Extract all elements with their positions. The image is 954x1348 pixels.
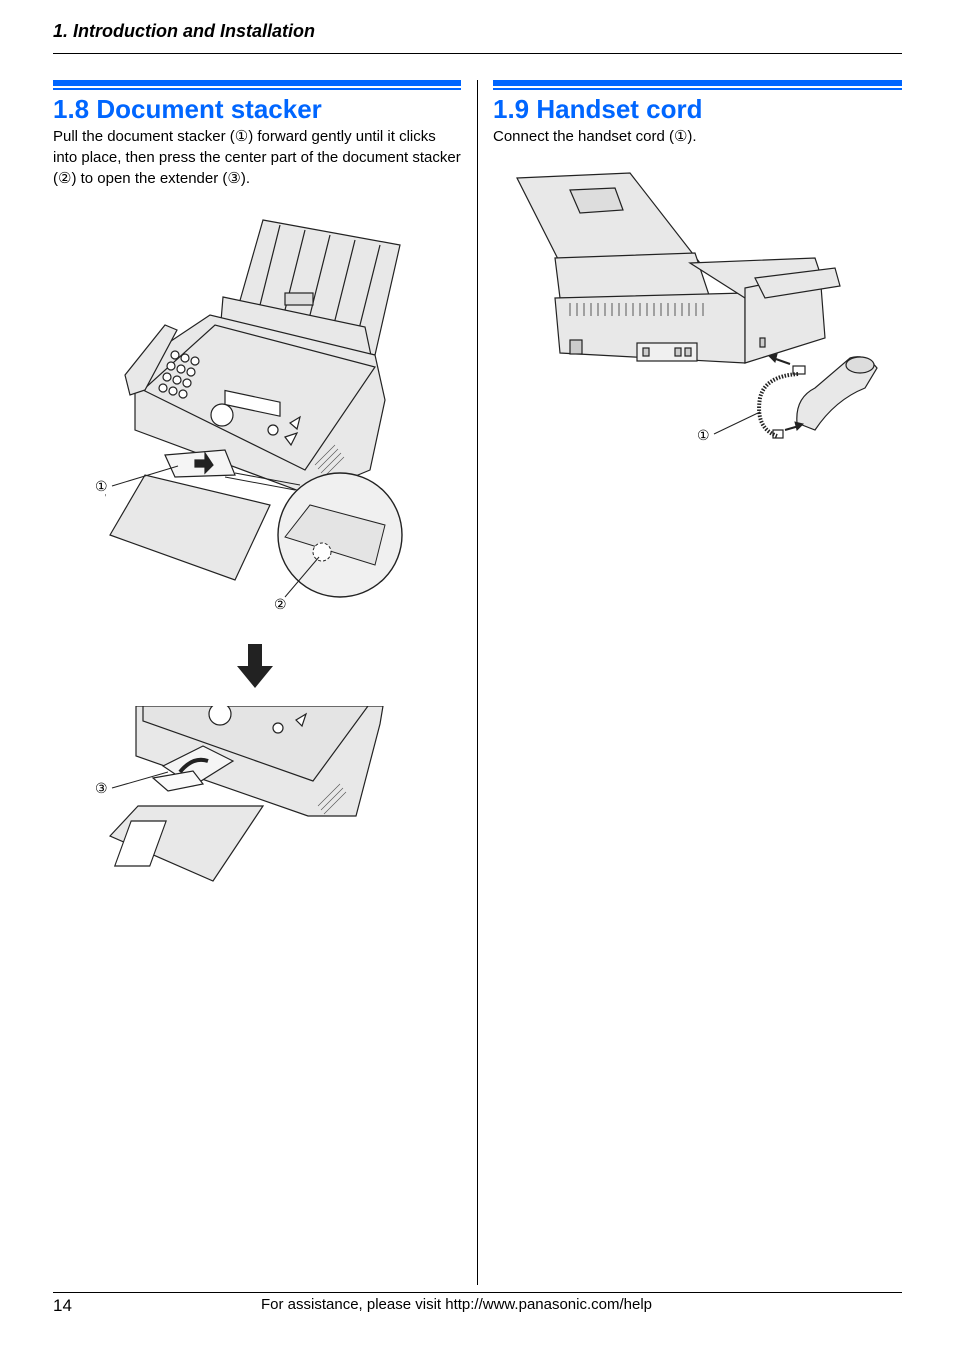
callout-handset-1: ①: [697, 427, 710, 443]
fax-machine-stacker-illustration: [105, 219, 403, 598]
handset-cord-illustration: [516, 172, 878, 439]
down-arrow-icon: [237, 644, 273, 688]
stacker-extender-illustration: [108, 706, 384, 882]
section-document-stacker: 1.8 Document stacker Pull the document s…: [53, 80, 461, 189]
section-title: 1.9 Handset cord: [493, 94, 703, 124]
column-divider: [477, 80, 478, 1285]
section-title: 1.8 Document stacker: [53, 94, 322, 124]
section-body: Connect the handset cord (①).: [493, 128, 697, 145]
callout-1: ①: [95, 478, 108, 494]
section-handset-cord: 1.9 Handset cord Connect the handset cor…: [493, 80, 902, 147]
section-bar-thick: [53, 80, 461, 86]
section-bar-thick: [493, 80, 902, 86]
callout-3: ③: [95, 780, 108, 796]
footer-rule: [53, 1292, 902, 1293]
callout-leader-handset-1: [713, 411, 761, 435]
header-rule: [53, 53, 902, 54]
callout-leader-2: [284, 556, 320, 598]
callout-leader-1: [111, 465, 179, 487]
page-number: 14: [53, 1296, 72, 1315]
chapter-header: 1. Introduction and Installation: [53, 21, 316, 41]
section-bar-thin: [53, 88, 461, 90]
footer-help-link[interactable]: For assistance, please visit http://www.…: [261, 1296, 653, 1313]
section-body: Pull the document stacker (①) forward ge…: [53, 128, 461, 187]
callout-leader-3: [111, 771, 169, 789]
callout-2: ②: [274, 596, 287, 612]
section-bar-thin: [493, 88, 902, 90]
